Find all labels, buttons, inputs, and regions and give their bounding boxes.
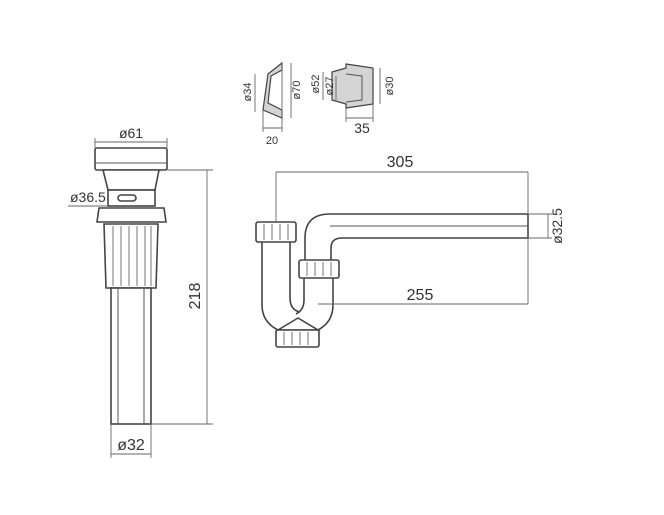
cone-washer-body: [262, 61, 283, 119]
dim-trap-outlet-length: 255: [407, 287, 434, 304]
p-trap: 305 255 ø32.5: [255, 154, 565, 348]
dim-cone-inner: ø34: [242, 83, 254, 102]
drain-overflow-slot: [117, 194, 137, 202]
adapter-washer: ø52 ø27 ø30 35: [310, 63, 396, 136]
drain-neck: [101, 169, 160, 191]
dim-cone-outer: ø70: [291, 81, 303, 100]
cone-washer: 20 ø34 ø70: [242, 61, 303, 147]
dim-adapter-end: ø30: [384, 77, 396, 96]
dim-adapter-length: 35: [354, 120, 370, 136]
dim-adapter-outer: ø52: [310, 75, 322, 94]
dim-trap-pipe-diameter: ø32.5: [549, 208, 565, 244]
dim-drain-head: ø61: [119, 125, 143, 141]
drain-tail-pipe: [110, 287, 152, 425]
dim-drain-body: ø36.5: [70, 189, 106, 205]
trap-middle-nut: [298, 259, 340, 279]
popup-drain: ø61 ø36.5 218 ø32: [68, 125, 213, 458]
trap-cleanout-nut: [275, 329, 320, 348]
drain-nut: [103, 223, 159, 289]
dim-drain-tail: ø32: [117, 437, 145, 454]
dim-trap-total-length: 305: [387, 154, 414, 171]
dim-cone-depth: 20: [266, 135, 278, 147]
dim-drain-height: 218: [187, 283, 204, 310]
dim-adapter-inner: ø27: [324, 77, 336, 96]
drain-flange: [96, 207, 167, 223]
trap-inlet-nut: [255, 221, 297, 243]
drain-cap: [94, 147, 168, 171]
